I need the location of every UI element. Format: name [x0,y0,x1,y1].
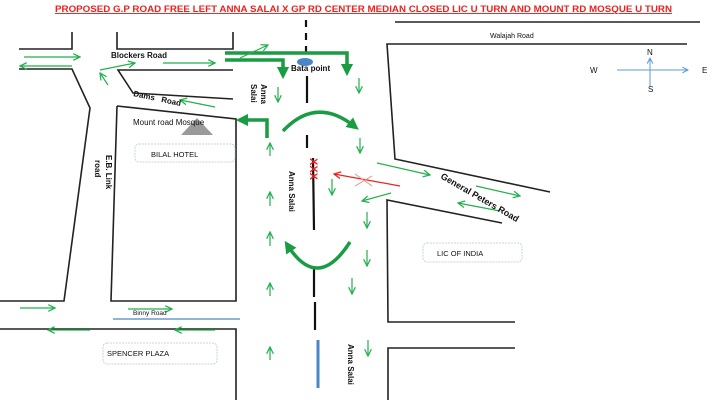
eb-link-road-label-2: road [93,160,102,177]
anna-salai-top-label-1: Anna [259,84,268,105]
traffic-flow-arrows [20,45,520,360]
anna-salai-top-label-2: Salai [249,84,258,103]
binny-road-label: Binny Road [133,310,167,317]
mosque-label: Mount road Mosque [133,118,205,127]
eb-link-road-label-1: E.B. Link [104,155,113,190]
anna-salai-mid-label: Anna Salai [287,171,296,212]
spencer-plaza-label: SPENCER PLAZA [107,349,169,358]
lic-label: LIC OF INDIA [437,249,483,258]
prohibited-turn-arrow [334,174,401,187]
dams-road-label: Dams Road [133,89,182,108]
compass-e: E [702,66,707,75]
general-peters-road-label: General Peters Road [439,171,521,224]
median-closed-xxx-icon: XXX [307,158,319,181]
bata-point-marker-icon [297,58,313,66]
walajah-road-label: Walajah Road [490,33,534,40]
road-edges [0,21,700,400]
bilal-hotel-box [134,143,236,163]
compass-n: N [647,48,653,57]
diagram-title: PROPOSED G.P ROAD FREE LEFT ANNA SALAI X… [55,4,672,15]
center-median [304,20,317,330]
compass-s: S [648,85,653,94]
bilal-hotel-label: BILAL HOTEL [151,150,198,159]
spencer-plaza-box [102,342,218,365]
anna-salai-bottom-label: Anna Salai [346,344,355,385]
blockers-road-label: Blockers Road [111,51,167,60]
u-turn-mosque-arrow [281,110,359,133]
lic-box [422,242,523,263]
u-turn-lic-arrow [284,240,352,270]
mosque-marker-icon [181,118,213,135]
compass-w: W [590,66,598,75]
bata-point-label: Bata point [291,64,330,73]
compass: N S W E [590,48,707,94]
thick-turn-arrows [225,51,359,270]
